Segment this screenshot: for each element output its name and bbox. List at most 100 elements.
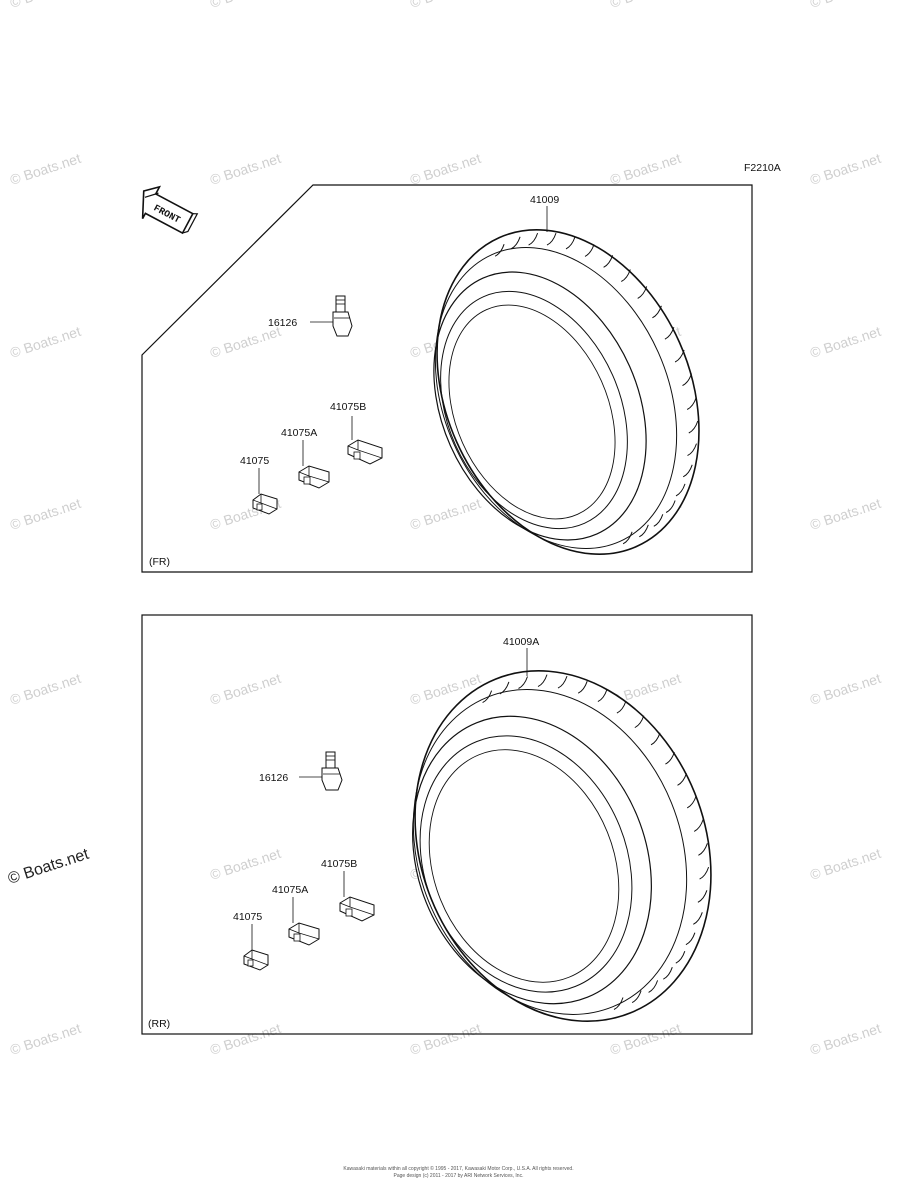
tread-groove xyxy=(528,232,539,246)
tread-groove xyxy=(518,676,528,689)
front-weight-a-icon xyxy=(298,465,330,489)
front-weight-a-part-number: 41075A xyxy=(281,427,317,439)
watermark-text: © Boats.net xyxy=(8,0,83,11)
watermark-prominent: © Boats.net xyxy=(6,846,92,888)
watermark-text: © Boats.net xyxy=(208,845,283,883)
watermark-text: © Boats.net xyxy=(208,0,283,11)
front-weight-b-icon xyxy=(347,439,383,465)
tread-groove xyxy=(546,232,557,246)
watermark-text: © Boats.net xyxy=(808,323,883,361)
rear-section-label: (RR) xyxy=(148,1018,170,1030)
tread-groove xyxy=(665,500,676,513)
tread-groove xyxy=(693,819,704,832)
tread-groove xyxy=(674,349,685,363)
watermark-text: © Boats.net xyxy=(408,1020,483,1058)
tread-groove xyxy=(631,990,642,1004)
watermark-text: © Boats.net xyxy=(808,495,883,533)
tread-groove xyxy=(622,531,633,545)
tread-groove xyxy=(699,866,710,880)
tread-groove xyxy=(616,700,627,714)
rear-tire-tread xyxy=(482,674,710,1010)
watermark-text: © Boats.net xyxy=(8,1020,83,1058)
front-weight-b-part-number: 41075B xyxy=(330,401,366,413)
front-weight-part-number: 41075 xyxy=(240,455,269,467)
rear-panel-border xyxy=(141,614,753,1035)
tread-groove xyxy=(664,327,675,340)
front-weight-icon xyxy=(252,493,278,515)
tread-groove xyxy=(565,236,576,250)
tread-groove xyxy=(653,514,664,527)
tread-groove xyxy=(577,681,588,694)
watermark-text: © Boats.net xyxy=(208,150,283,188)
tread-groove xyxy=(637,286,648,299)
tread-groove xyxy=(650,732,661,746)
watermark-text: © Boats.net xyxy=(208,670,283,708)
footer-copyright: Kawasaki materials within all copyright … xyxy=(343,1166,574,1172)
watermark-text: © Boats.net xyxy=(608,0,683,11)
tread-groove xyxy=(634,715,645,729)
tread-groove xyxy=(613,997,624,1010)
front-tire-part-number: 41009 xyxy=(530,194,559,206)
tread-groove xyxy=(687,443,697,457)
tread-groove xyxy=(584,244,595,257)
rear-weight-icon xyxy=(243,949,269,971)
tread-groove xyxy=(686,397,697,410)
footer-page-design: Page design (c) 2011 - 2017 by ARI Netwo… xyxy=(393,1173,524,1179)
tread-groove xyxy=(648,980,659,993)
watermark-text: © Boats.net xyxy=(608,150,683,188)
rear-panel: (RR) 41009A 16126 41075B xyxy=(141,614,753,1035)
watermark-text: © Boats.net xyxy=(808,845,883,883)
front-tire-tread xyxy=(494,232,699,545)
rear-tire-part-number: 41009A xyxy=(503,636,539,648)
tread-groove xyxy=(621,269,631,282)
tread-groove xyxy=(675,951,686,964)
tread-groove xyxy=(682,373,692,387)
tread-groove xyxy=(537,674,548,688)
tread-groove xyxy=(557,675,568,689)
front-section-label: (FR) xyxy=(149,556,170,568)
tread-groove xyxy=(698,843,708,856)
front-panel: (FR) 41009 16126 41075B xyxy=(141,184,753,573)
tread-groove xyxy=(665,751,675,765)
rear-valve-icon xyxy=(321,751,343,791)
watermark-text: © Boats.net xyxy=(8,150,83,188)
tread-groove xyxy=(663,967,673,980)
tread-groove xyxy=(494,244,505,257)
rear-weight-part-number: 41075 xyxy=(233,911,262,923)
watermark-text: © Boats.net xyxy=(8,670,83,708)
rear-weight-b-part-number: 41075B xyxy=(321,858,357,870)
watermark-text: © Boats.net xyxy=(808,0,883,11)
tread-groove xyxy=(597,689,608,703)
front-valve-icon xyxy=(332,295,353,337)
front-arrow-icon: FRONT xyxy=(141,185,199,235)
rear-weight-a-icon xyxy=(288,922,320,946)
tread-groove xyxy=(639,524,649,538)
watermark-text: © Boats.net xyxy=(808,670,883,708)
watermark-text: © Boats.net xyxy=(608,1020,683,1058)
tread-groove xyxy=(603,255,614,268)
watermark-text: © Boats.net xyxy=(808,1020,883,1058)
tread-groove xyxy=(675,483,686,497)
tread-groove xyxy=(677,773,687,786)
watermark-text: © Boats.net xyxy=(808,150,883,188)
watermark-text: © Boats.net xyxy=(8,323,83,361)
tread-groove xyxy=(693,912,703,925)
tread-groove xyxy=(652,305,662,319)
rear-weight-b-icon xyxy=(339,896,375,922)
tread-groove xyxy=(688,420,699,434)
front-panel-border xyxy=(141,184,753,573)
figure-code: F2210A xyxy=(744,162,781,174)
rear-tire xyxy=(412,670,712,1022)
tread-groove xyxy=(697,890,708,903)
watermark-text: © Boats.net xyxy=(408,495,483,533)
tread-groove xyxy=(682,464,693,478)
watermark-text: © Boats.net xyxy=(208,1020,283,1058)
rear-valve-part-number: 16126 xyxy=(259,772,288,784)
front-tire xyxy=(433,229,700,555)
tread-groove xyxy=(482,690,493,704)
tread-groove xyxy=(499,681,510,695)
watermark-text: © Boats.net xyxy=(8,495,83,533)
front-valve-part-number: 16126 xyxy=(268,317,297,329)
rear-weight-a-part-number: 41075A xyxy=(272,884,308,896)
tread-groove xyxy=(510,236,521,250)
